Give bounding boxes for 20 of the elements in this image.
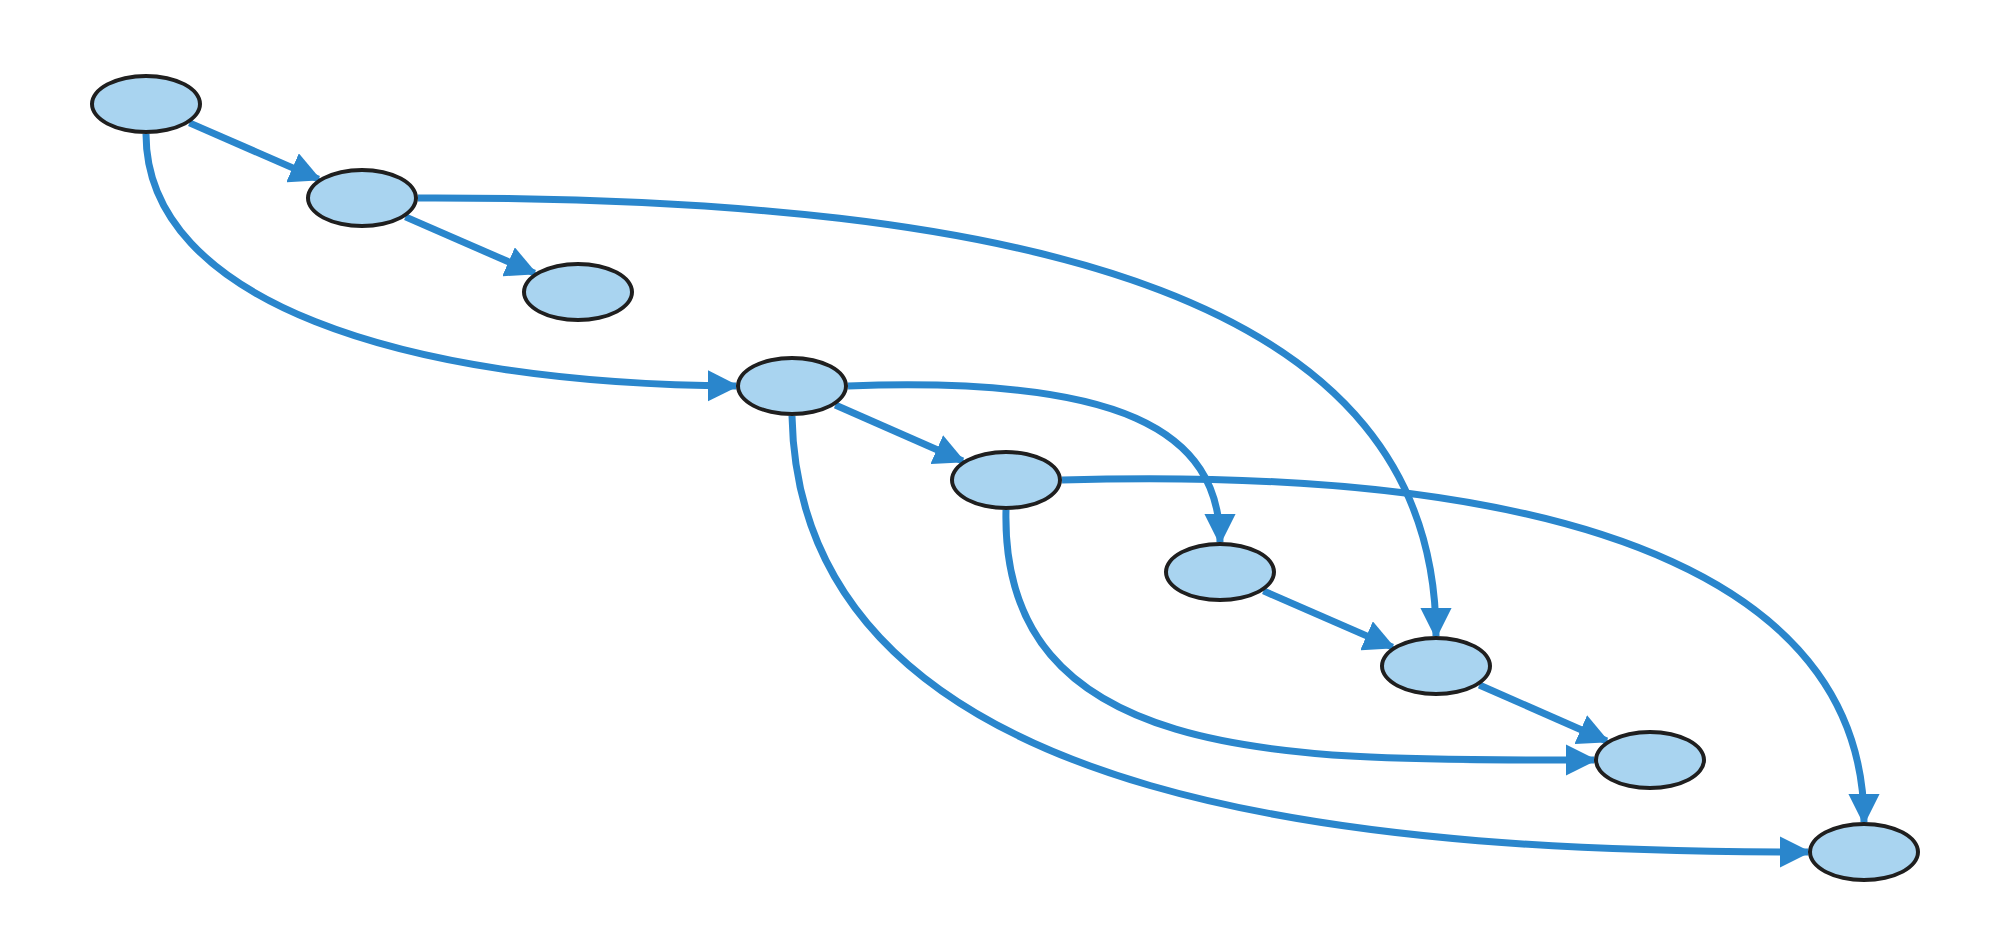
arrow <box>833 401 966 465</box>
ellipse-node <box>1380 636 1492 696</box>
arrow <box>188 119 322 183</box>
ellipse-node <box>736 356 848 416</box>
arrow <box>788 415 1812 868</box>
ellipse-node <box>1164 542 1276 602</box>
arrow <box>1061 475 1877 826</box>
arrow <box>847 381 1234 546</box>
arrow <box>404 213 538 277</box>
arrow <box>1262 587 1396 651</box>
arrow <box>417 194 1449 640</box>
arrow <box>1477 681 1610 745</box>
arrow <box>142 133 740 401</box>
ellipse-node <box>306 168 418 228</box>
ellipse-node <box>950 450 1062 510</box>
arrow <box>1002 509 1598 776</box>
ellipse-node <box>1808 822 1920 882</box>
ellipse-node <box>522 262 634 322</box>
ellipse-node <box>90 74 202 134</box>
ellipse-node <box>1594 730 1706 790</box>
